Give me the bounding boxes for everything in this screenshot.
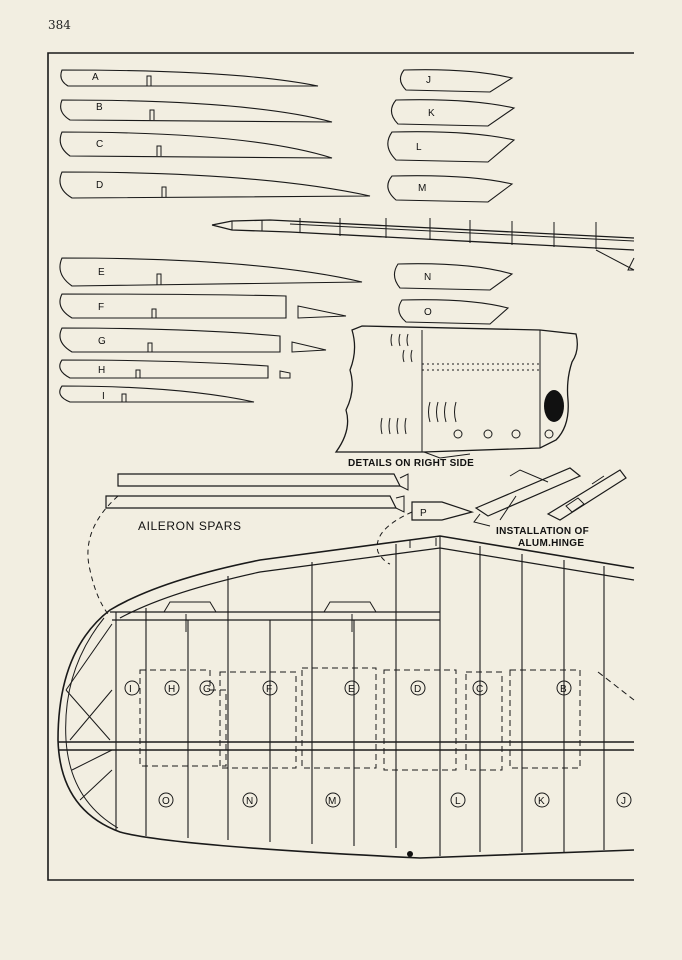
rib-label-l: L xyxy=(416,142,422,153)
caption-details-right-side: DETAILS ON RIGHT SIDE xyxy=(348,458,474,469)
rib-c: C xyxy=(59,131,333,159)
hinge-installation: INSTALLATION OF ALUM.HINGE xyxy=(473,467,627,549)
plan-label-o: O xyxy=(162,796,170,807)
plan-label-h: H xyxy=(168,684,175,695)
plan-label-i: I xyxy=(129,684,132,695)
plan-label-j: J xyxy=(621,796,626,807)
rib-n: N xyxy=(393,263,514,291)
plan-labels-bottom: O N M L K J xyxy=(158,792,632,808)
wing-plan-view xyxy=(57,535,635,859)
plan-labels-top: I H G F E D C B xyxy=(124,680,572,696)
part-label-p: P xyxy=(420,508,427,519)
rib-m: M xyxy=(387,175,514,203)
plan-label-k: K xyxy=(538,796,545,807)
plan-label-c: C xyxy=(476,684,483,695)
aileron-spars: AILERON SPARS xyxy=(105,473,409,533)
leader-line-center xyxy=(376,511,413,565)
caption-installation-line1: INSTALLATION OF xyxy=(496,526,589,537)
plan-label-l: L xyxy=(455,796,461,807)
leading-edge-spar xyxy=(211,218,635,271)
rib-g: G xyxy=(59,327,327,353)
rib-h: H xyxy=(59,359,291,379)
leader-line-left xyxy=(87,495,119,615)
rib-e: E xyxy=(59,257,363,287)
rib-b: B xyxy=(60,99,333,123)
rib-l: L xyxy=(387,131,516,163)
rib-label-c: C xyxy=(96,139,103,150)
rib-label-o: O xyxy=(424,307,432,318)
rib-k: K xyxy=(390,99,516,127)
rib-label-d: D xyxy=(96,180,103,191)
rib-a: A xyxy=(60,69,319,87)
rib-label-f: F xyxy=(98,302,104,313)
rib-label-i: I xyxy=(102,391,105,402)
rib-label-j: J xyxy=(426,75,431,86)
plan-label-d: D xyxy=(414,684,421,695)
rib-label-e: E xyxy=(98,267,105,278)
rib-label-k: K xyxy=(428,108,435,119)
part-p: P xyxy=(411,501,475,521)
rib-j: J xyxy=(399,69,514,93)
rib-label-g: G xyxy=(98,336,106,347)
page-number: 384 xyxy=(48,18,71,32)
plan-label-g: G xyxy=(203,684,211,695)
rib-f: F xyxy=(59,293,347,319)
rib-label-n: N xyxy=(424,272,431,283)
rib-label-m: M xyxy=(418,183,426,194)
rib-label-a: A xyxy=(92,72,99,83)
plan-label-b: B xyxy=(560,684,567,695)
rib-label-h: H xyxy=(98,365,105,376)
plate-border xyxy=(47,52,634,881)
caption-installation-line2: ALUM.HINGE xyxy=(518,538,584,549)
tip-opening-shape xyxy=(544,390,564,422)
rib-i: I xyxy=(59,385,255,403)
caption-aileron-spars: AILERON SPARS xyxy=(138,519,242,533)
rib-d: D xyxy=(59,171,371,199)
rib-label-b: B xyxy=(96,102,103,113)
plan-label-n: N xyxy=(246,796,253,807)
rib-o: O xyxy=(398,299,510,325)
plan-label-m: M xyxy=(328,796,336,807)
plan-label-f: F xyxy=(266,684,272,695)
tip-detail-panel: DETAILS ON RIGHT SIDE xyxy=(334,325,578,469)
plan-label-e: E xyxy=(348,684,355,695)
